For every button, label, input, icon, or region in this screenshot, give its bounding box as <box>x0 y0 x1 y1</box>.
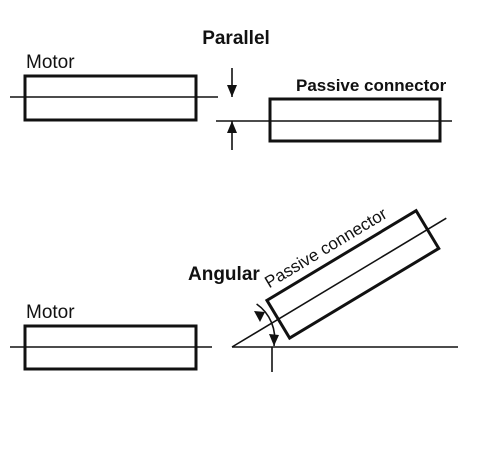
parallel-offset-arrowhead-bottom <box>227 121 237 133</box>
angular-section: Angular Motor Passive connector <box>10 204 458 372</box>
angular-angle-arrowhead-top <box>254 311 265 322</box>
parallel-connector-body <box>268 97 442 143</box>
parallel-motor-label: Motor <box>26 52 75 73</box>
parallel-title: Parallel <box>202 28 270 49</box>
angular-motor-label: Motor <box>26 302 75 323</box>
parallel-connector-label: Passive connector <box>296 76 447 95</box>
angular-motor-body <box>23 324 198 371</box>
angular-connector-body <box>264 208 441 341</box>
angular-title: Angular <box>188 264 260 285</box>
angular-angle-arrowhead-bottom <box>269 334 279 346</box>
parallel-section: Parallel Motor Passive connector <box>10 28 452 150</box>
parallel-offset-arrowhead-top <box>227 85 237 97</box>
parallel-motor-body <box>23 74 198 122</box>
angular-connector-centerline <box>231 217 447 348</box>
angular-connector-label: Passive connector <box>261 204 390 292</box>
